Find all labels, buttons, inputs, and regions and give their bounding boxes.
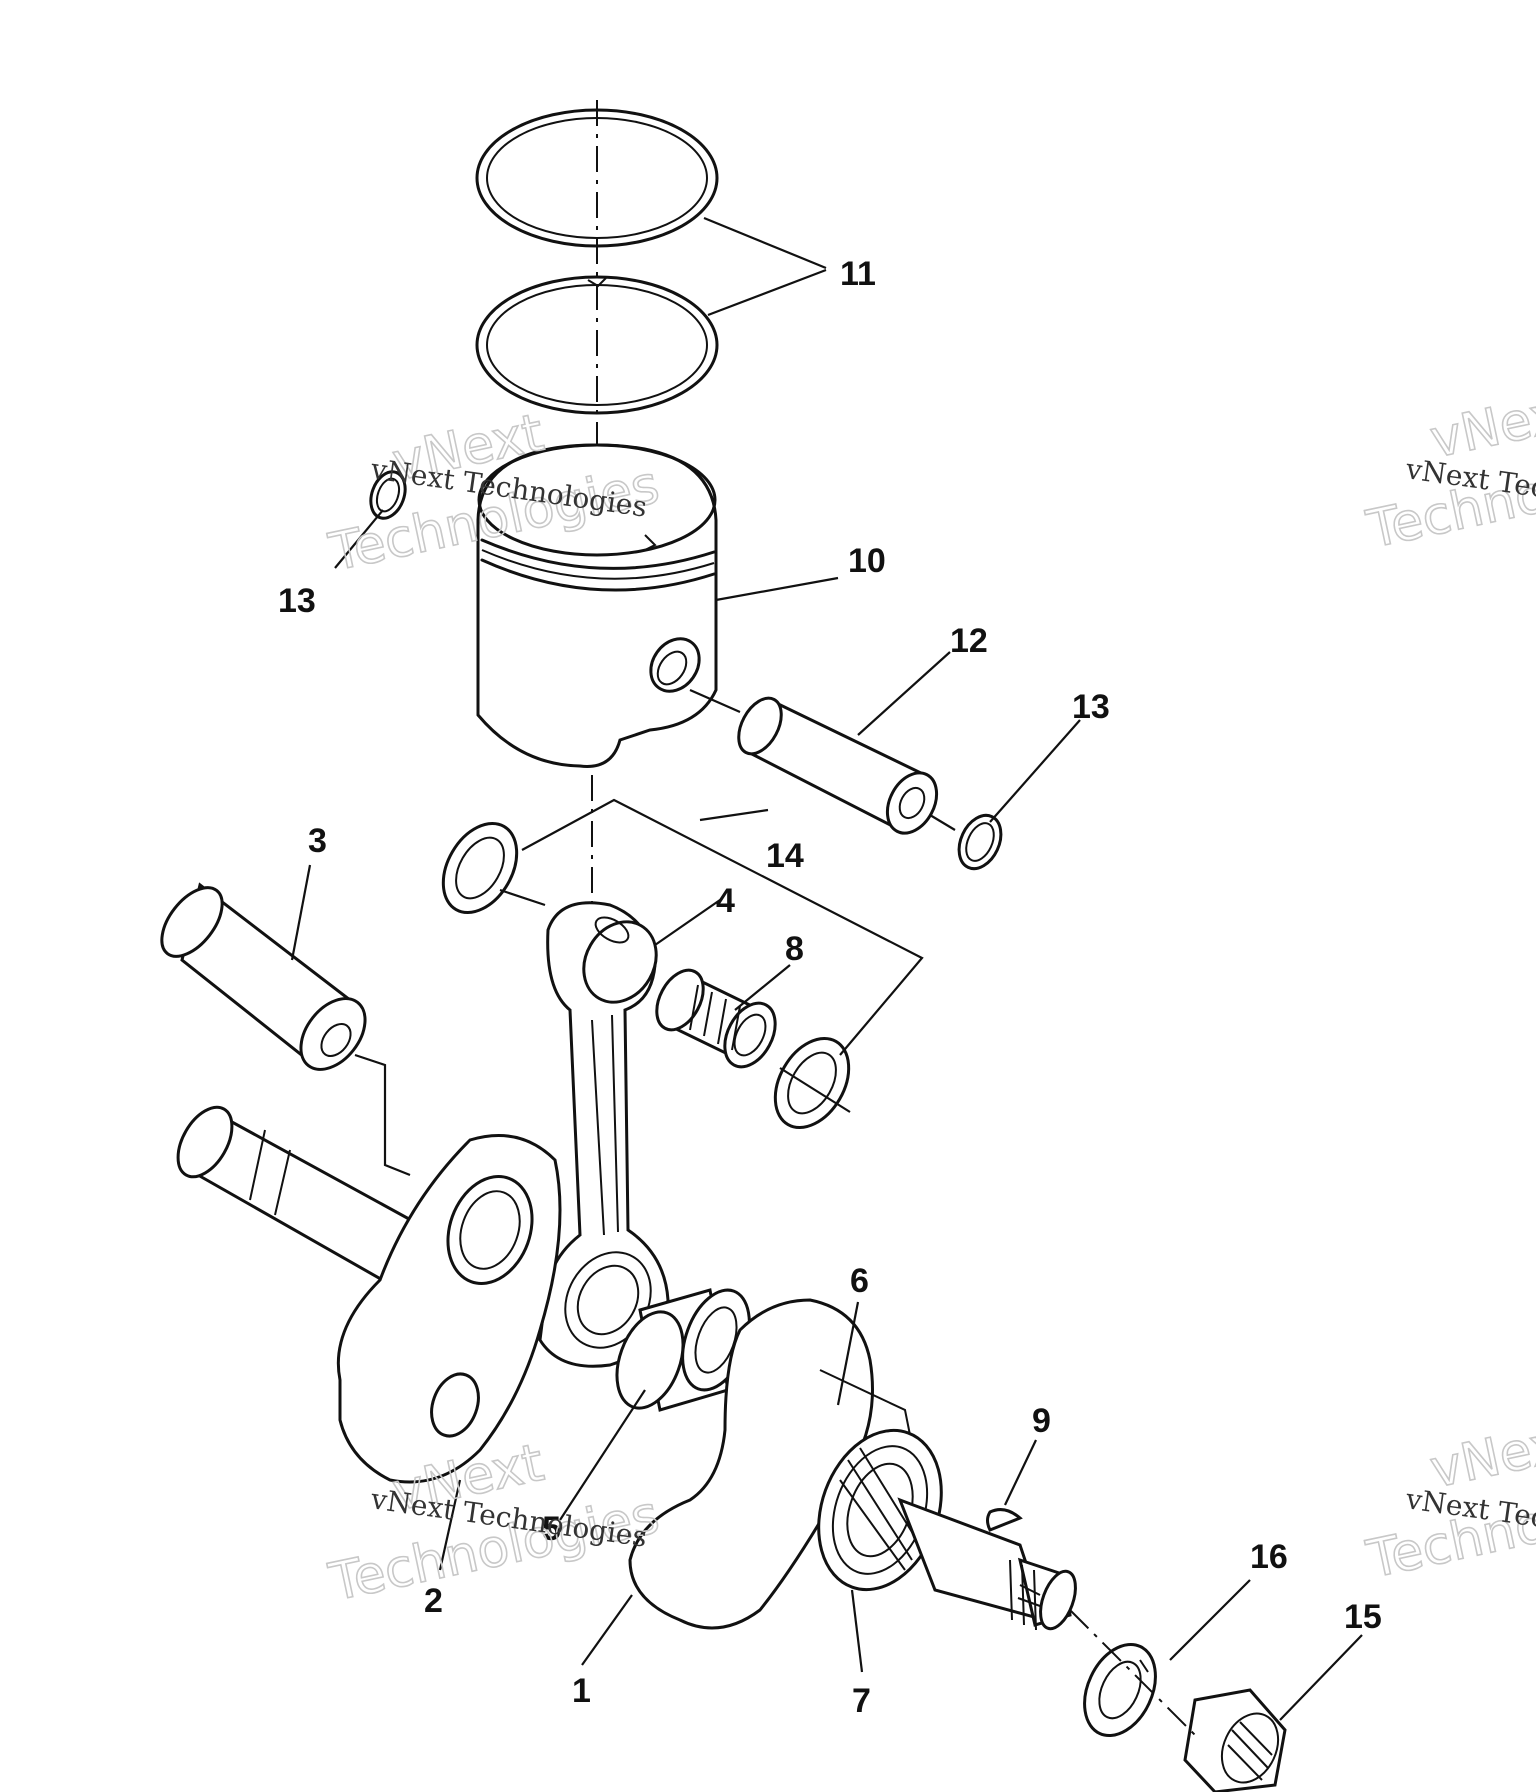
leader-6 xyxy=(836,1301,860,1406)
callout-7: 7 xyxy=(852,1682,871,1720)
leader-15 xyxy=(1279,1634,1363,1721)
lock-washer xyxy=(1083,1642,1157,1738)
crank-pin xyxy=(160,882,411,1177)
connecting-rod xyxy=(538,901,670,1368)
piston-ring-lower xyxy=(475,275,719,415)
leader-13a xyxy=(334,509,384,569)
callout-2: 2 xyxy=(424,1582,443,1620)
callout-15: 15 xyxy=(1344,1598,1382,1636)
callout-9: 9 xyxy=(1032,1402,1051,1440)
leader-washer-lower xyxy=(779,1067,851,1113)
leader-8 xyxy=(734,964,791,1011)
leader-11b xyxy=(707,268,827,317)
leader-10 xyxy=(715,576,839,602)
callout-8: 8 xyxy=(785,930,804,968)
callout-6: 6 xyxy=(850,1262,869,1300)
callout-12: 12 xyxy=(950,622,988,660)
leader-5 xyxy=(559,1389,646,1521)
callout-5: 5 xyxy=(542,1510,561,1548)
leader-4 xyxy=(654,899,721,946)
piston-ring-upper xyxy=(475,108,719,248)
callout-11: 11 xyxy=(840,255,876,293)
leader-9 xyxy=(1004,1439,1037,1506)
piston xyxy=(476,443,718,768)
crankshaft-right-half xyxy=(628,1298,1077,1631)
callout-3: 3 xyxy=(308,822,327,860)
woodruff-key xyxy=(986,1508,1023,1532)
callout-16: 16 xyxy=(1250,1538,1288,1576)
wrist-pin xyxy=(689,688,956,835)
callout-10: 10 xyxy=(848,542,886,580)
leader-12 xyxy=(857,651,951,736)
leader-11a xyxy=(703,216,827,270)
assembly-path-crank xyxy=(1069,1609,1201,1741)
crankshaft-nut xyxy=(1183,1688,1287,1792)
leader-16 xyxy=(1169,1579,1251,1661)
callout-4: 4 xyxy=(716,882,735,920)
leader-washer-upper-to-pin xyxy=(499,888,546,907)
leader-3 xyxy=(290,864,312,961)
callout-13-left: 13 xyxy=(278,582,316,620)
leader-7 xyxy=(850,1589,864,1673)
leader-14 xyxy=(699,808,769,822)
circlip-right xyxy=(957,813,1003,871)
small-end-needle-bearing xyxy=(655,968,777,1069)
callout-13-right: 13 xyxy=(1072,688,1110,726)
leader-13b xyxy=(989,719,1081,823)
crankshaft-left-half xyxy=(176,1105,562,1484)
leader-14-bracket xyxy=(521,798,924,1056)
thrust-washer-upper xyxy=(441,821,519,915)
callout-14: 14 xyxy=(766,837,804,875)
leader-1 xyxy=(581,1594,633,1666)
callout-1: 1 xyxy=(572,1672,591,1710)
thrust-washer-lower xyxy=(773,1036,851,1130)
leader-2 xyxy=(438,1479,462,1571)
